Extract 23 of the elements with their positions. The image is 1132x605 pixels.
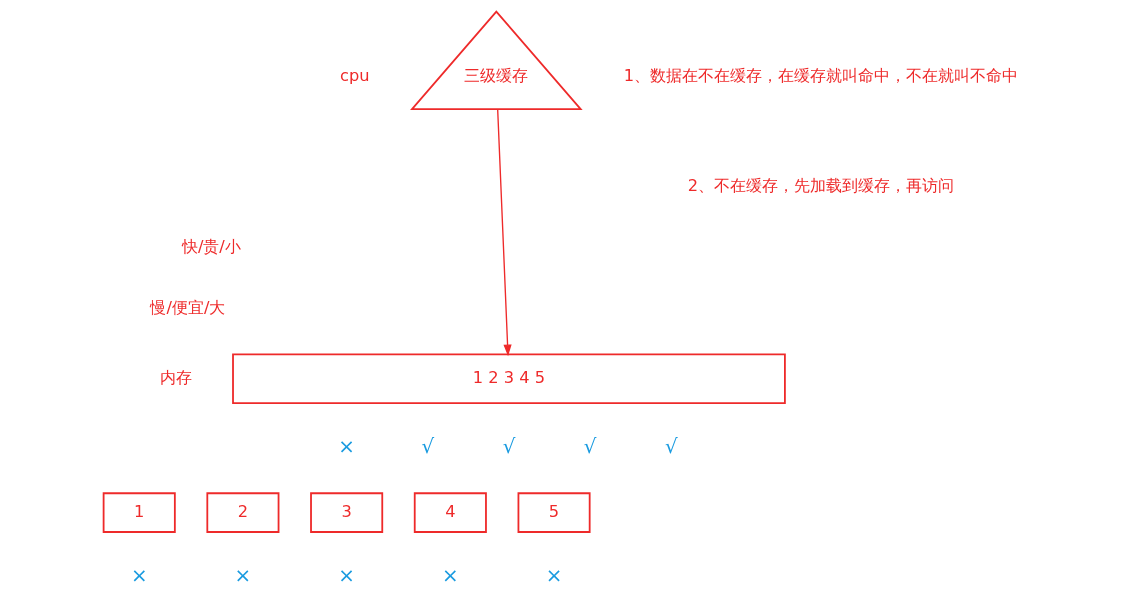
label: × [130,564,148,588]
node-box: 4 [413,492,487,533]
label: 内存 [160,367,193,387]
node-box: 3 [310,492,384,533]
label: 2、不在缓存，先加载到缓存，再访问 [687,175,955,195]
label: 慢/便宜/大 [150,298,226,318]
label: × [442,564,459,588]
node-box: 5 [517,492,591,533]
label: cpu [340,65,370,85]
label: √ [664,435,678,459]
label: × [338,435,355,459]
node-box: 1 2 3 4 5 [232,353,786,404]
label: √ [502,435,516,459]
node-box: 1 [102,492,176,533]
node-box: 2 [206,492,280,533]
label: √ [421,435,435,459]
label: × [338,564,355,588]
label: 1、数据在不在缓存，在缓存就叫命中，不在就叫不命中 [623,65,1019,85]
label: × [234,564,252,588]
label: √ [583,435,597,459]
arrow [497,108,512,357]
label: 快/贵/小 [181,236,241,256]
label: × [545,564,563,588]
